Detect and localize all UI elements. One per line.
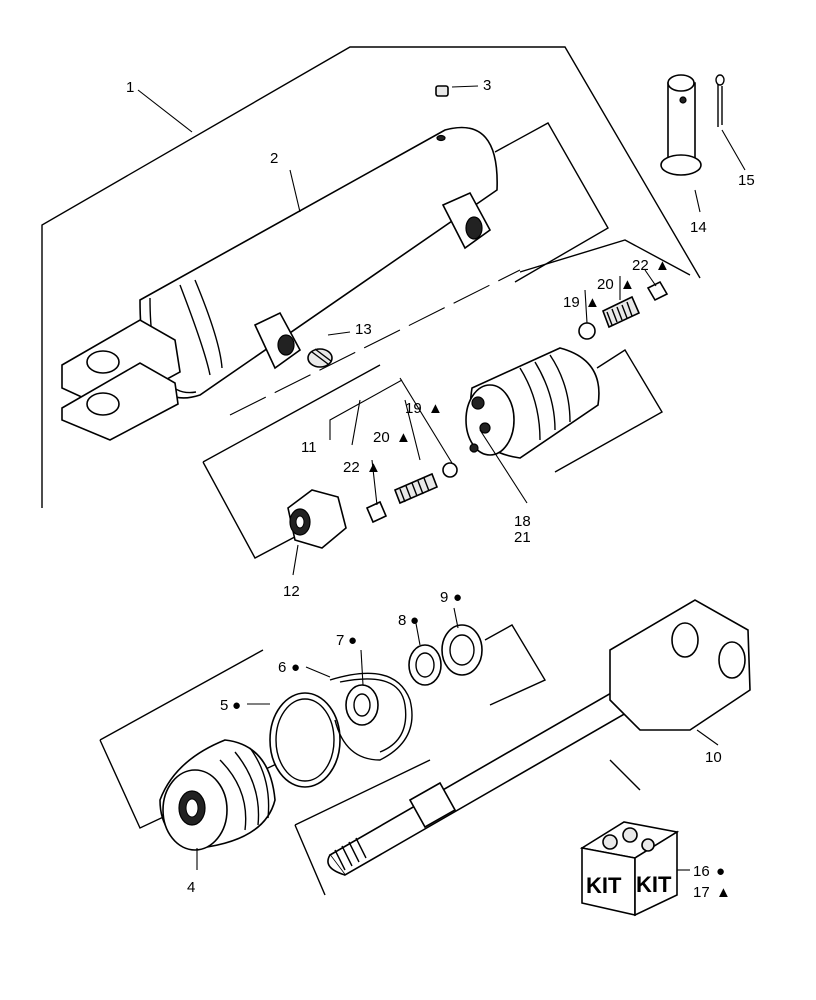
cylinder-barrel-2 — [61, 126, 498, 441]
label-8: 8 — [398, 612, 406, 629]
label-3: 3 — [483, 77, 491, 94]
label-12: 12 — [283, 583, 300, 600]
spring-20-upper — [601, 295, 641, 329]
seal-7 — [345, 684, 379, 726]
grease-nipple-3 — [435, 85, 449, 97]
label-14: 14 — [690, 219, 707, 236]
label-5: 5 — [220, 697, 228, 714]
label-16: 16 — [693, 863, 710, 880]
label-4: 4 — [187, 879, 195, 896]
symbol-circle-6: ● — [291, 659, 300, 676]
label-10: 10 — [705, 749, 722, 766]
rod-group-frame — [294, 759, 641, 896]
plug-screw-22-upper — [646, 280, 669, 302]
piston-group-frame-right — [554, 349, 663, 473]
label-7: 7 — [336, 632, 344, 649]
label-19-upper: 19 — [563, 294, 580, 311]
symbol-triangle-19-lower: ▲ — [428, 400, 443, 417]
label-1: 1 — [126, 79, 134, 96]
nut-12 — [287, 489, 347, 549]
label-2: 2 — [270, 150, 278, 167]
symbol-circle-16: ● — [716, 863, 725, 880]
symbol-triangle-17: ▲ — [716, 884, 731, 901]
label-11: 11 — [301, 439, 317, 456]
plug-13 — [307, 348, 333, 368]
kit-symbols: ● ● ● ● ● ● ▲ ▲ ▲ ▲ ▲ ▲ ▲ — [232, 257, 731, 901]
ball-19-lower — [442, 462, 458, 478]
assembly-bracket-1 — [41, 46, 701, 508]
label-19-lower: 19 — [405, 400, 422, 417]
symbol-triangle-22-lower: ▲ — [366, 459, 381, 476]
kit-box-icon: KIT KIT — [579, 821, 680, 917]
symbol-triangle-19-upper: ▲ — [585, 294, 600, 311]
kit-text-left: KIT — [586, 873, 622, 898]
label-6: 6 — [278, 659, 286, 676]
o-ring-5 — [269, 692, 341, 788]
part-labels: 1 2 3 4 5 6 7 8 9 10 11 12 13 14 15 16 1… — [126, 77, 755, 901]
label-17: 17 — [693, 884, 710, 901]
symbol-circle-7: ● — [348, 632, 357, 649]
label-20-upper: 20 — [597, 276, 614, 293]
label-21: 21 — [514, 529, 531, 546]
label-13: 13 — [355, 321, 372, 338]
label-22-lower: 22 — [343, 459, 360, 476]
symbol-triangle-20-upper: ▲ — [620, 276, 635, 293]
symbol-triangle-22-upper: ▲ — [655, 257, 670, 274]
piston-18 — [465, 347, 600, 459]
barrel-group-dash — [229, 269, 521, 416]
seal-8 — [408, 644, 442, 686]
label-20-lower: 20 — [373, 429, 390, 446]
label-15: 15 — [738, 172, 755, 189]
symbol-triangle-20-lower: ▲ — [396, 429, 411, 446]
symbol-circle-5: ● — [232, 697, 241, 714]
valve-group-frame — [519, 239, 691, 276]
symbol-circle-8: ● — [410, 612, 419, 629]
wiper-9 — [441, 624, 483, 676]
plug-screw-22-lower — [365, 500, 388, 524]
symbol-circle-9: ● — [453, 589, 462, 606]
label-22-upper: 22 — [632, 257, 649, 274]
piston-head-4 — [159, 739, 276, 851]
piston-rod-10 — [327, 599, 751, 877]
barrel-group-frame — [494, 122, 609, 283]
clevis-pin-14 — [660, 74, 702, 176]
kit-text-right: KIT — [636, 872, 672, 897]
label-9: 9 — [440, 589, 448, 606]
cotter-pin-15 — [715, 74, 725, 127]
leader-lines — [137, 85, 746, 871]
label-18: 18 — [514, 513, 531, 530]
spring-20-lower — [393, 472, 439, 505]
backup-ring-6 — [329, 672, 413, 761]
ball-19-upper — [578, 322, 596, 340]
